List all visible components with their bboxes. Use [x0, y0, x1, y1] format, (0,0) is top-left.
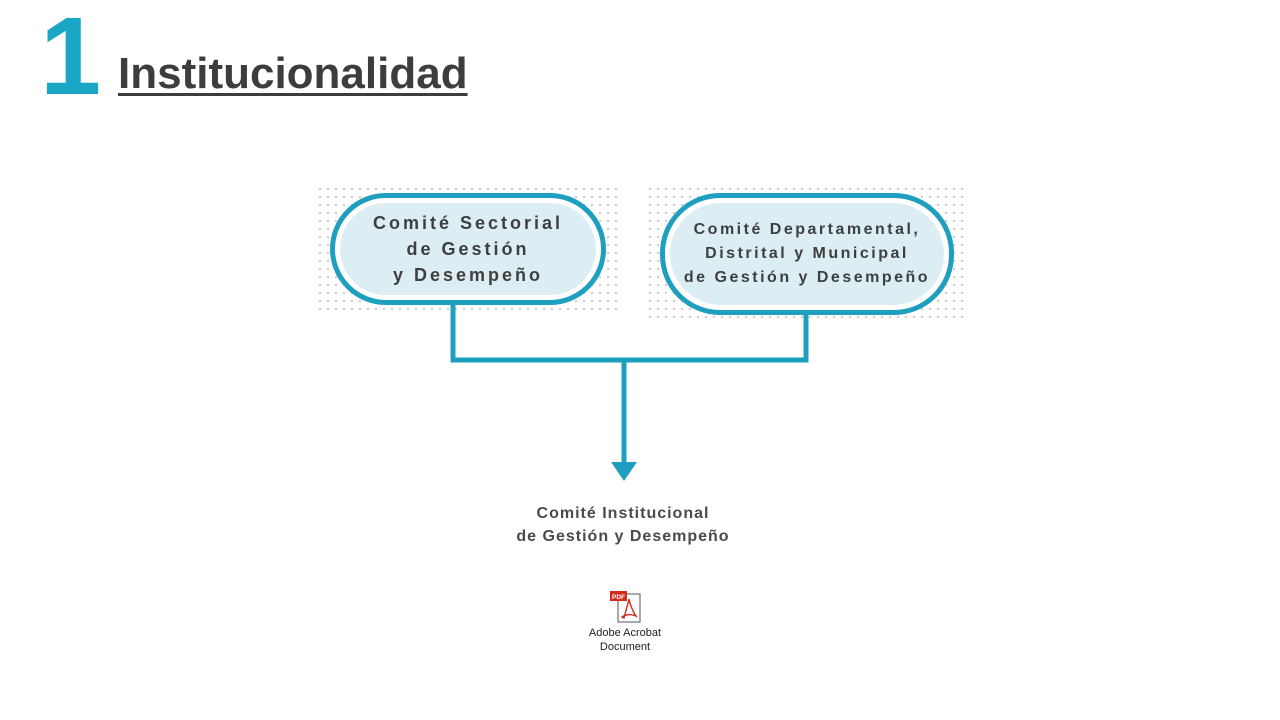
pdf-attachment[interactable]: PDF Adobe Acrobat Document	[560, 590, 690, 670]
pdf-badge: PDF	[612, 594, 625, 601]
page-title: Institucionalidad	[118, 49, 468, 98]
territorial-committee-box: Comité Departamental, Distrital y Munici…	[660, 193, 954, 315]
down-arrow-head	[611, 462, 637, 481]
sectorial-committee-box: Comité Sectorial de Gestión y Desempeño	[330, 193, 606, 305]
territorial-committee-label: Comité Departamental, Distrital y Munici…	[683, 221, 931, 286]
institutional-committee-label: Comité Institucional de Gestión y Desemp…	[516, 505, 730, 545]
section-number: 1	[40, 0, 102, 118]
pdf-attachment-caption: Adobe Acrobat Document	[588, 627, 662, 653]
pdf-file-icon: PDF	[610, 591, 641, 623]
sectorial-committee-label: Comité Sectorial de Gestión y Desempeño	[372, 213, 564, 285]
